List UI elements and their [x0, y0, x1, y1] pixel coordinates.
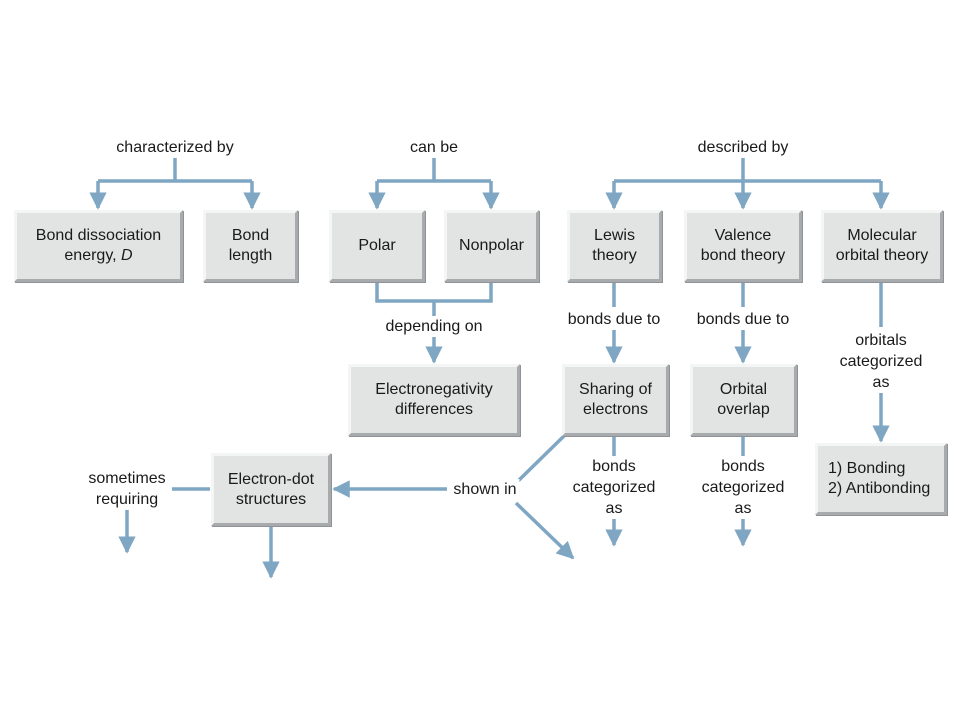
node-orbital-overlap: Orbital overlap [690, 364, 797, 436]
node-nonpolar: Nonpolar [444, 210, 539, 282]
node-bond-dissociation-text: Bond dissociation energy, D [35, 227, 162, 264]
node-lewis-theory: Lewis theory [567, 210, 662, 282]
label-characterized-by: characterized by [113, 137, 237, 158]
node-bond-length: Bond length [203, 210, 298, 282]
energy-symbol: D [121, 247, 133, 264]
label-sharing-bonds-categorized-as: bonds categorized as [569, 456, 659, 519]
label-shown-in: shown in [450, 479, 520, 500]
node-molecular-orbital-theory: Molecular orbital theory [821, 210, 943, 282]
node-electronegativity-differences: Electronegativity differences [348, 364, 520, 436]
label-lewis-bonds-due-to: bonds due to [564, 309, 664, 330]
node-valence-bond-theory: Valence bond theory [684, 210, 802, 282]
label-sometimes-requiring: sometimes requiring [85, 468, 169, 510]
label-can-be: can be [406, 137, 462, 158]
node-sharing-of-electrons: Sharing of electrons [562, 364, 669, 436]
label-orbitals-categorized-as: orbitals categorized as [836, 330, 926, 393]
label-depending-on: depending on [382, 316, 486, 337]
node-polar: Polar [329, 210, 425, 282]
node-bonding-antibonding: 1) Bonding 2) Antibonding [815, 443, 947, 515]
node-electron-dot-structures: Electron-dot structures [211, 453, 331, 526]
label-described-by: described by [694, 137, 792, 158]
node-bond-dissociation-energy: Bond dissociation energy, D [14, 210, 183, 282]
label-valence-bonds-due-to: bonds due to [693, 309, 793, 330]
label-overlap-bonds-categorized-as: bonds categorized as [698, 456, 788, 519]
